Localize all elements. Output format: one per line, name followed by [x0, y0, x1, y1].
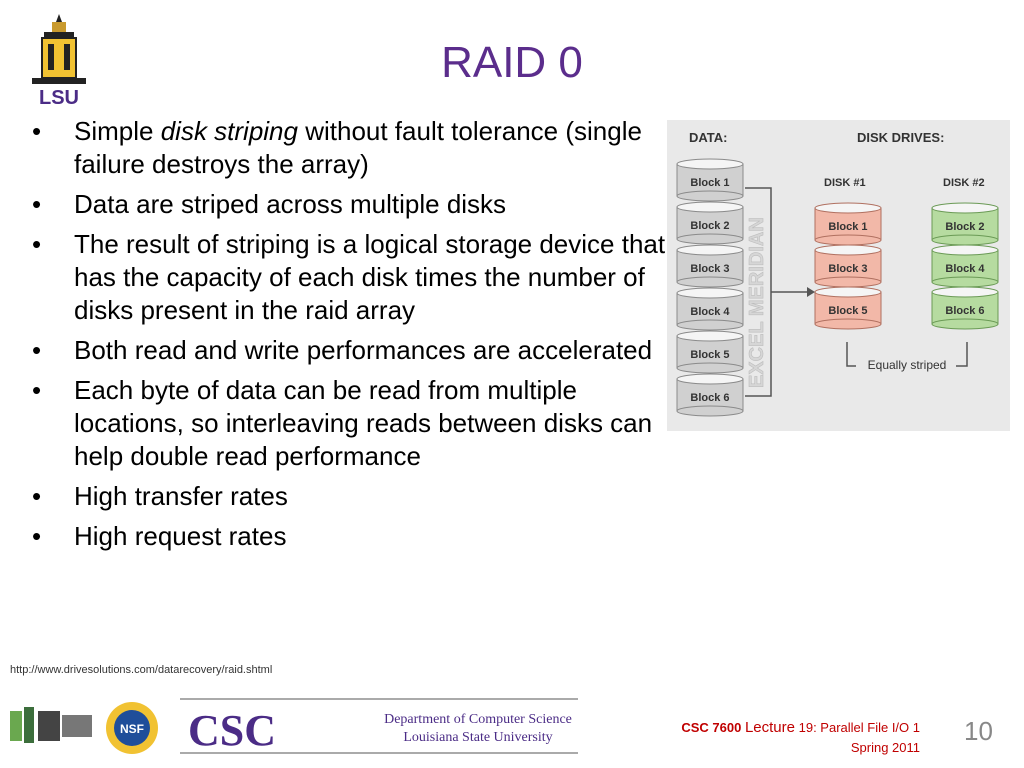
disk2-stack: Block 2 Block 4 Block 6	[931, 202, 999, 330]
disk-block: Block 5	[676, 330, 744, 374]
disk-block: Block 4	[676, 287, 744, 331]
disk-block: Block 1	[814, 202, 882, 246]
disk-block: Block 2	[931, 202, 999, 246]
disk1-stack: Block 1 Block 3 Block 5	[814, 202, 882, 330]
slide-title: RAID 0	[441, 38, 583, 87]
disk-block-label: Block 2	[690, 220, 729, 232]
disk-block: Block 6	[676, 373, 744, 417]
bullet-item: Both read and write performances are acc…	[32, 334, 692, 367]
footer-course-info: CSC 7600 Lecture 19: Parallel File I/O 1…	[681, 718, 920, 758]
bullet-item: High request rates	[32, 520, 692, 553]
svg-text:NSF: NSF	[120, 722, 144, 736]
disk-block: Block 6	[931, 286, 999, 330]
disk-block-label: Block 5	[690, 349, 729, 361]
disk-block: Block 1	[676, 158, 744, 202]
course-code: CSC 7600	[681, 720, 742, 735]
drives-heading: DISK DRIVES:	[857, 130, 944, 145]
svg-text:CSC: CSC	[188, 706, 276, 755]
disk-block-label: Block 6	[945, 305, 984, 317]
page-number: 10	[964, 716, 993, 746]
disk-block: Block 5	[814, 286, 882, 330]
lecture-word: Lecture	[744, 719, 795, 736]
disk-block-label: Block 3	[690, 263, 729, 275]
disk-block-label: Block 3	[828, 263, 867, 275]
watermark-text: EXCEL MERIDIAN	[746, 217, 768, 388]
disk-block-label: Block 4	[690, 306, 730, 318]
bullet-item: Simple disk striping without fault toler…	[32, 115, 692, 181]
footer-logos: NSF CSC Department of Computer Science L…	[10, 698, 578, 755]
bullet-item: Each byte of data can be read from multi…	[32, 374, 692, 473]
data-heading: DATA:	[689, 130, 728, 145]
disk-block-label: Block 4	[945, 263, 985, 275]
disk-block-label: Block 6	[690, 392, 729, 404]
bullet-item: High transfer rates	[32, 480, 692, 513]
disk-block-label: Block 2	[945, 221, 984, 233]
arrow-head	[807, 287, 815, 297]
bullet-list: Simple disk striping without fault toler…	[32, 115, 692, 560]
disk-block-label: Block 1	[828, 221, 867, 233]
disk-block: Block 3	[676, 244, 744, 288]
data-stack: Block 1 Block 2 Block 3 Block 4 Block 5 Block…	[676, 158, 744, 417]
bullet-item: Data are striped across multiple disks	[32, 188, 692, 221]
lecture-topic: 19: Parallel File I/O 1	[798, 720, 920, 735]
nsf-logo: NSF	[106, 702, 158, 754]
disk-block: Block 4	[931, 244, 999, 288]
svg-text:Louisiana State University: Louisiana State University	[403, 730, 552, 745]
disk-block-label: Block 5	[828, 305, 867, 317]
source-url: http://www.drivesolutions.com/datarecove…	[10, 664, 273, 676]
svg-text:LSU: LSU	[39, 87, 79, 106]
disk1-label: DISK #1	[824, 177, 866, 189]
lsu-logo: LSU	[32, 14, 86, 106]
term: Spring 2011	[850, 740, 920, 755]
disk-block: Block 2	[676, 201, 744, 245]
disk2-label: DISK #2	[943, 177, 985, 189]
raid0-diagram: DATA: DISK DRIVES: DISK #1 DISK #2 Block…	[667, 120, 1010, 431]
disk-block-label: Block 1	[690, 177, 729, 189]
striped-label: Equally striped	[868, 358, 947, 372]
csc-department-logo: CSC Department of Computer Science Louis…	[180, 698, 578, 755]
emphasis-text: disk striping	[160, 116, 298, 146]
cct-logo	[10, 707, 92, 743]
bullet-item: The result of striping is a logical stor…	[32, 228, 692, 327]
disk-block: Block 3	[814, 244, 882, 288]
svg-text:Department of Computer Science: Department of Computer Science	[384, 712, 572, 727]
